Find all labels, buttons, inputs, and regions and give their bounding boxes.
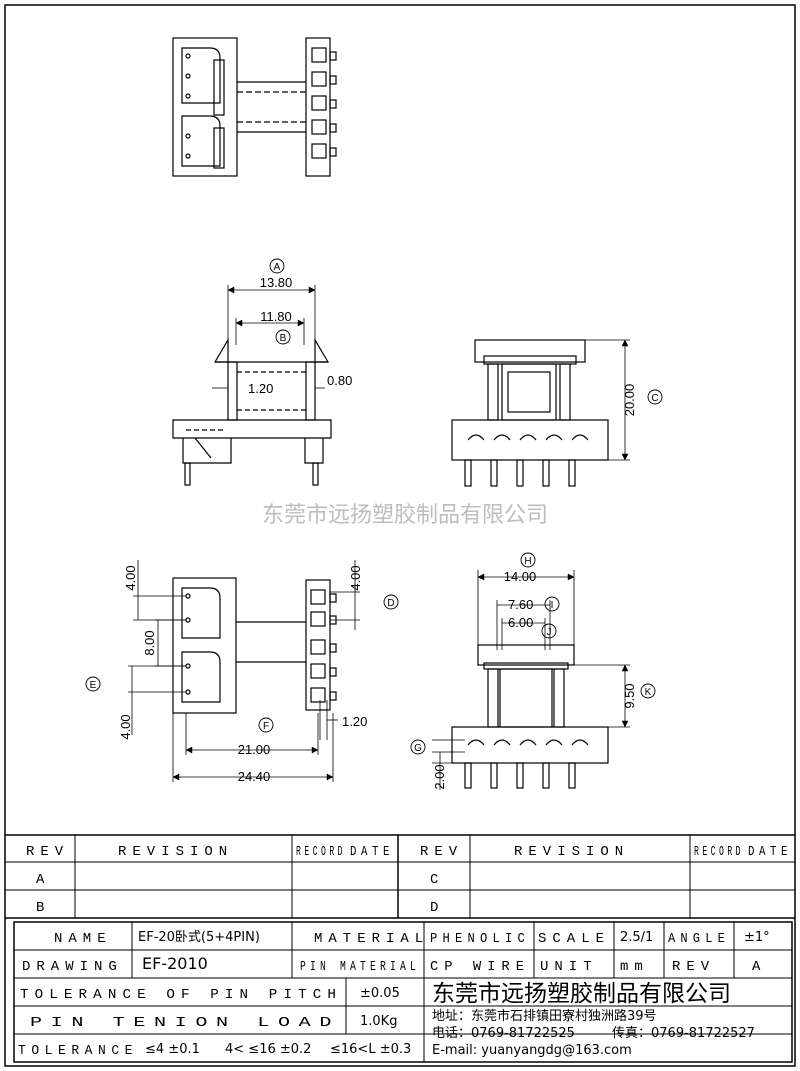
pin-material-label: PIN MATERIAL xyxy=(300,959,420,975)
date-header-left: DATE xyxy=(350,844,394,860)
callout-c: C xyxy=(651,393,658,404)
rev-header-left: REV xyxy=(26,844,69,860)
view-bottom-plan xyxy=(128,560,360,782)
view-side-elevation-2 xyxy=(432,570,630,790)
tolerance-value-1: ≤4 ±0.1 xyxy=(145,1042,200,1057)
title-block-text: NAME EF-20卧式(5+4PIN) MATERIAL PHENOLIC S… xyxy=(18,930,770,1059)
dim-1-20-a: 1.20 xyxy=(248,381,273,396)
record-header-left: RECORD xyxy=(296,844,346,860)
company-address: 地址：东莞市石排镇田寮村独洲路39号 xyxy=(432,1008,657,1024)
dim-14-00: 14.00 xyxy=(504,569,537,584)
revision-header-left: REVISION xyxy=(118,844,233,860)
rev-row-a: A xyxy=(36,872,50,888)
angle-label: ANGLE xyxy=(668,931,730,947)
callout-b: B xyxy=(280,333,287,344)
dim-20-00: 20.00 xyxy=(622,384,637,417)
callout-j: J xyxy=(547,627,552,638)
company-phone: 电话：0769-81722525 xyxy=(432,1026,575,1041)
tolerance-value-2: 4< ≤16 ±0.2 xyxy=(225,1042,311,1057)
date-header-right: DATE xyxy=(748,844,792,860)
angle-value: ±1° xyxy=(744,930,770,945)
view-front-section xyxy=(172,285,332,486)
tolerance-pin-pitch-value: ±0.05 xyxy=(360,986,400,1001)
callout-e: E xyxy=(90,680,97,691)
drawing-value: EF-2010 xyxy=(142,954,208,973)
record-header-right: RECORD xyxy=(694,844,744,860)
title-block-grid xyxy=(13,921,793,1063)
dim-4-00-b: 4.00 xyxy=(348,565,363,590)
material-label: MATERIAL xyxy=(314,931,429,947)
callout-g: G xyxy=(414,743,422,754)
tolerance-label: TOLERANCE xyxy=(18,1043,138,1059)
dim-2-00: 2.00 xyxy=(432,764,447,789)
rev-row-b: B xyxy=(36,900,50,916)
dim-6-00: 6.00 xyxy=(508,615,533,630)
callout-d: D xyxy=(387,598,394,609)
view-top-plan xyxy=(172,37,337,177)
dimension-labels: 13.80 11.80 1.20 0.80 20.00 4.00 4.00 8.… xyxy=(118,275,637,790)
dim-9-50: 9.50 xyxy=(622,683,637,708)
dim-4-00-c: 4.00 xyxy=(118,714,133,739)
callout-f: F xyxy=(263,721,269,732)
scale-value: 2.5/1 xyxy=(620,930,653,945)
material-value: PHENOLIC xyxy=(430,931,530,947)
scale-label: SCALE xyxy=(538,931,610,947)
sheet-border xyxy=(4,4,796,1067)
dim-24-40: 24.40 xyxy=(238,769,271,784)
callout-i: I xyxy=(551,600,554,611)
pin-tension-value: 1.0Kg xyxy=(360,1014,397,1029)
rev-label: REV xyxy=(672,959,715,975)
name-value: EF-20卧式(5+4PIN) xyxy=(138,930,260,945)
rev-row-d: D xyxy=(430,900,444,916)
rev-header-right: REV xyxy=(420,844,463,860)
dim-0-80: 0.80 xyxy=(327,373,352,388)
watermark-text: 东莞市远扬塑胶制品有限公司 xyxy=(262,503,548,528)
rev-row-c: C xyxy=(430,872,444,888)
callout-k: K xyxy=(645,687,652,698)
revision-header-right: REVISION xyxy=(514,844,629,860)
view-side-elevation xyxy=(451,339,630,487)
company-fax: 传真：0769-81722527 xyxy=(612,1026,755,1041)
callout-letters: A B C D E F H I J K G xyxy=(90,262,659,754)
callout-a: A xyxy=(274,262,281,273)
name-label: NAME xyxy=(54,931,112,947)
revision-table-grid xyxy=(5,834,795,919)
dim-13-80: 13.80 xyxy=(260,275,293,290)
callout-h: H xyxy=(524,556,531,567)
unit-value: mm xyxy=(620,959,649,975)
company-email: E-mail: yuanyangdg@163.com xyxy=(432,1043,632,1058)
dim-11-80: 11.80 xyxy=(260,309,292,324)
dim-1-20-b: 1.20 xyxy=(342,714,367,729)
pin-tension-label: PIN TENION LOAD xyxy=(30,1015,340,1031)
rev-value: A xyxy=(752,959,766,975)
tolerance-value-3: ≤16<L ±0.3 xyxy=(330,1042,411,1057)
callout-circles xyxy=(85,258,663,755)
revision-table-text: REV REVISION RECORD DATE A B REV REVISIO… xyxy=(26,844,792,916)
dim-21-00: 21.00 xyxy=(238,742,271,757)
tolerance-pin-pitch-label: TOLERANCE OF PIN PITCH xyxy=(20,987,342,1003)
dim-8-00: 8.00 xyxy=(142,630,157,655)
company-name: 东莞市远扬塑胶制品有限公司 xyxy=(432,981,731,1007)
dim-4-00-a: 4.00 xyxy=(123,565,138,590)
drawing-label: DRAWING xyxy=(22,959,123,975)
pin-material-value: CP WIRE xyxy=(430,959,530,975)
dim-7-60: 7.60 xyxy=(508,597,533,612)
unit-label: UNIT xyxy=(540,959,598,975)
